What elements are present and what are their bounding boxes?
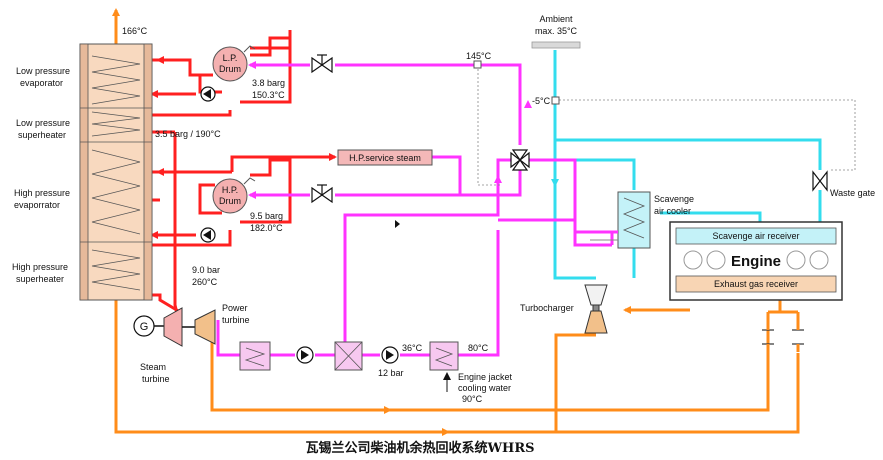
label-lp-sh-1: Low pressure [16,118,70,128]
label-jacket-1: Engine jacket [458,372,513,382]
label-hp-sh-temp: 260°C [192,277,218,287]
ambient-intake [531,41,581,49]
label-scavenge-1: Scavenge [654,194,694,204]
label-hp-drum-2: Drum [219,196,241,206]
lp-drum [212,45,256,82]
sensor-145 [473,60,482,69]
label-ambient: Ambient [539,14,573,24]
label-turbocharger: Turbocharger [520,303,574,313]
label-exhaust-receiver: Exhaust gas receiver [714,279,798,289]
label-hp-sh-2: superheater [16,274,64,284]
hp-circulation-pump [200,227,216,243]
label-hp-pressure: 9.5 barg [250,211,283,221]
lp-circulation-pump [200,86,216,102]
label-80: 80°C [468,343,489,353]
label-hp-temp: 182.0°C [250,223,283,233]
flow-arrow-black [395,220,400,228]
label-engine: Engine [731,253,781,270]
label-hp-service: H.P.service steam [349,153,421,163]
heat-exchanger-2 [334,341,363,371]
jacket-water-heater [429,341,459,371]
label-lp-pressure: 3.8 barg [252,78,285,88]
turbocharger [584,284,608,334]
exhaust-arrow-bottom [442,428,450,436]
feedwater-arrow-up2 [524,100,532,108]
feedwater-lines [216,61,614,357]
waste-gate-valve [812,170,828,192]
label-hp-evap-1: High pressure [14,188,70,198]
label-power-turbine-2: turbine [222,315,250,325]
label-ambient-max: max. 35°C [535,26,578,36]
label-hp-drum-1: H.P. [222,185,238,195]
label-waste-gate: Waste gate [830,188,875,198]
label-hp-sh-1: High pressure [12,262,68,272]
label-steam-turbine-1: Steam [140,362,166,372]
label-lp-evap-1: Low pressure [16,66,70,76]
label-12bar: 12 bar [378,368,404,378]
feedwater-arrows [494,100,532,183]
engine-block [669,221,843,301]
label-lp-drum-1: L.P. [223,53,238,63]
feed-pump-1 [296,346,314,364]
label-power-turbine-1: Power [222,303,248,313]
label-36: 36°C [402,343,423,353]
label-hp-evap-2: evaporrator [14,200,60,210]
hp-feed-valve [311,184,333,204]
label-scavenge-receiver: Scavenge air receiver [712,231,799,241]
steam-arrow-lp [156,56,164,64]
label-lp-sh-state: 3.5 barg / 190°C [155,129,221,139]
sensor-lines [477,65,856,186]
label-minus5: -5°C [532,96,551,106]
label-jacket-3: 90°C [462,394,483,404]
label-hp-sh-pressure: 9.0 bar [192,265,220,275]
lp-feed-valve [311,54,333,74]
label-lp-sh-2: superheater [18,130,66,140]
heat-exchanger-1 [239,341,271,371]
power-turbine [194,309,216,345]
feed-pump-2 [381,346,399,364]
three-way-valve [510,149,530,171]
sensor-minus5 [551,96,560,105]
steam-arrow-hp [156,168,164,176]
label-lp-evap-2: evaporator [20,78,63,88]
scavenge-air-cooler [617,191,651,249]
exhaust-arrow-mid [384,406,392,414]
label-steam-turbine-2: turbine [142,374,170,384]
label-scavenge-2: air cooler [654,206,691,216]
label-lp-temp: 150.3°C [252,90,285,100]
generator [133,315,164,337]
label-145: 145°C [466,51,492,61]
feedwater-arrow-up [494,175,502,183]
steam-arrows [156,56,164,176]
hp-service-steam-box [337,149,433,166]
label-jacket-2: cooling water [458,383,511,393]
exhaust-arrows [384,406,450,436]
diagram-caption: 瓦锡兰公司柴油机余热回收系统WHRS [305,440,534,456]
steam-turbine [163,307,183,347]
exhaust-gas-boiler [79,43,153,301]
hp-drum [212,177,256,214]
label-lp-drum-2: Drum [219,64,241,74]
label-166: 166°C [122,26,148,36]
label-generator: G [140,321,149,333]
